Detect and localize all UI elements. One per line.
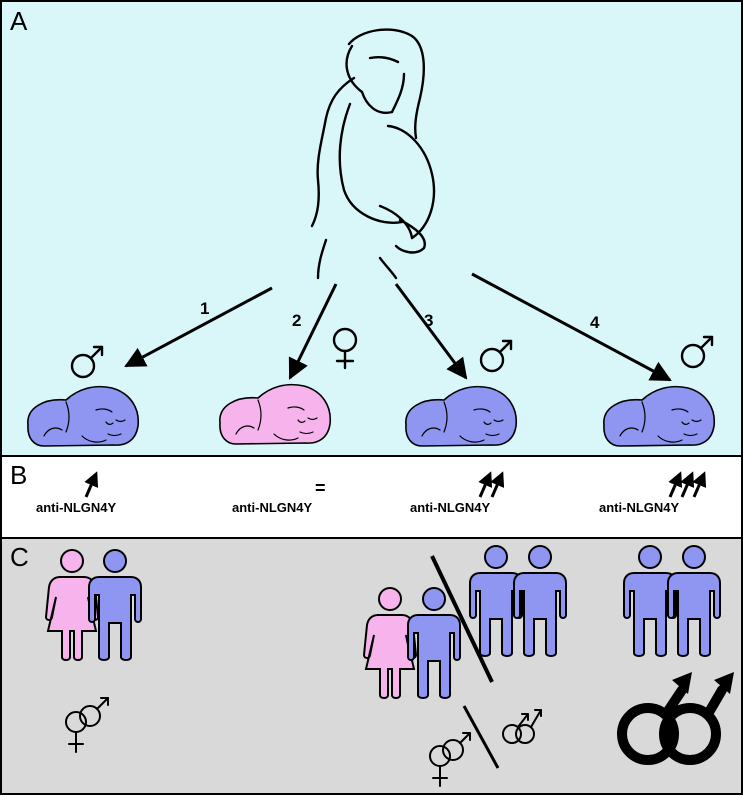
antibody-label-1: anti-NLGN4Y xyxy=(36,500,117,515)
pregnancy-number-4: 4 xyxy=(590,313,600,332)
antibody-label-4: anti-NLGN4Y xyxy=(599,500,680,515)
panel-b-background xyxy=(1,456,742,538)
pregnancy-number-3: 3 xyxy=(424,311,433,330)
pregnancy-number-2: 2 xyxy=(292,311,301,330)
panel-c-letter: C xyxy=(10,542,29,572)
pregnancy-number-1: 1 xyxy=(200,299,209,318)
panel-a-letter: A xyxy=(10,6,28,36)
antibody-label-2: anti-NLGN4Y xyxy=(232,500,313,515)
antibody-equal-sign: = xyxy=(315,478,326,498)
antibody-label-3: anti-NLGN4Y xyxy=(410,500,491,515)
panel-b-letter: B xyxy=(10,460,27,490)
panel-b: B = anti-NLGN4Y anti-NLGN4Y anti-NLGN4Y … xyxy=(1,456,742,538)
panel-c: C xyxy=(1,538,742,794)
panel-a: A 1 2 3 4 xyxy=(1,1,742,456)
